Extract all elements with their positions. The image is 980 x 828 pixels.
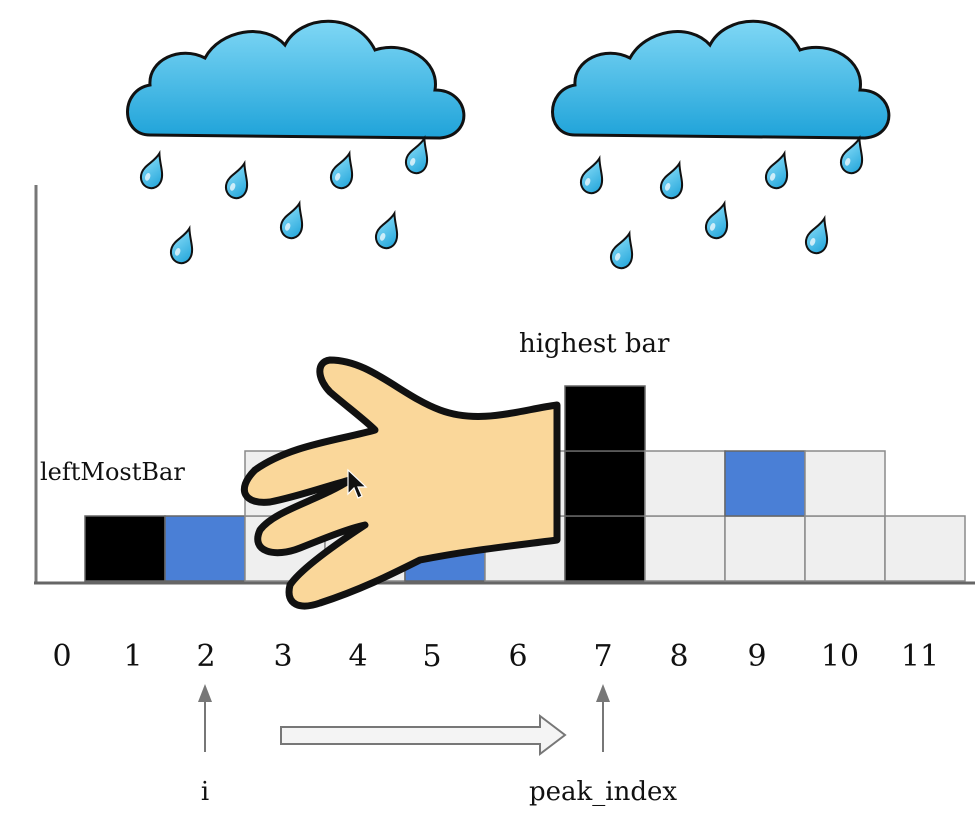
i-pointer-arrow <box>198 684 212 752</box>
highest-bar-label: highest bar <box>519 329 670 359</box>
left-most-bar-label: leftMostBar <box>40 458 185 486</box>
index-label: 1 <box>123 639 142 674</box>
index-labels: 0 1 2 3 4 5 6 7 8 9 10 11 <box>52 639 939 674</box>
mouse-cursor-icon <box>347 468 368 499</box>
bar-cell-gray <box>804 450 886 517</box>
index-label: 6 <box>508 639 527 674</box>
rain-cloud-icon <box>126 19 466 268</box>
index-label: 3 <box>273 639 292 674</box>
right-arrow-icon <box>280 713 567 757</box>
bar-cell-black <box>84 515 166 582</box>
index-label: 9 <box>747 639 766 674</box>
index-label: 5 <box>422 639 441 674</box>
index-label: 7 <box>593 639 612 674</box>
bar-cell-black <box>564 515 646 582</box>
index-label: 11 <box>901 639 939 674</box>
bar-cell-gray <box>644 515 726 582</box>
index-label: 0 <box>52 639 71 674</box>
pointer-i-label: i <box>201 777 209 807</box>
bar-cell-gray <box>644 450 726 517</box>
bar-cell-gray <box>884 515 966 582</box>
index-label: 10 <box>821 639 859 674</box>
index-label: 4 <box>348 639 367 674</box>
bar-cell-gray <box>804 515 886 582</box>
index-label: 8 <box>669 639 688 674</box>
index-label: 2 <box>196 639 215 674</box>
pointer-peak-label: peak_index <box>529 777 677 807</box>
rain-cloud-icon <box>551 19 891 273</box>
peak-pointer-arrow <box>596 684 610 752</box>
bar-cell-black <box>564 450 646 517</box>
bar-cell-blue <box>164 515 246 582</box>
bar-cell-blue <box>724 450 806 517</box>
bar-cell-gray <box>724 515 806 582</box>
bar-cell-black <box>564 385 646 452</box>
